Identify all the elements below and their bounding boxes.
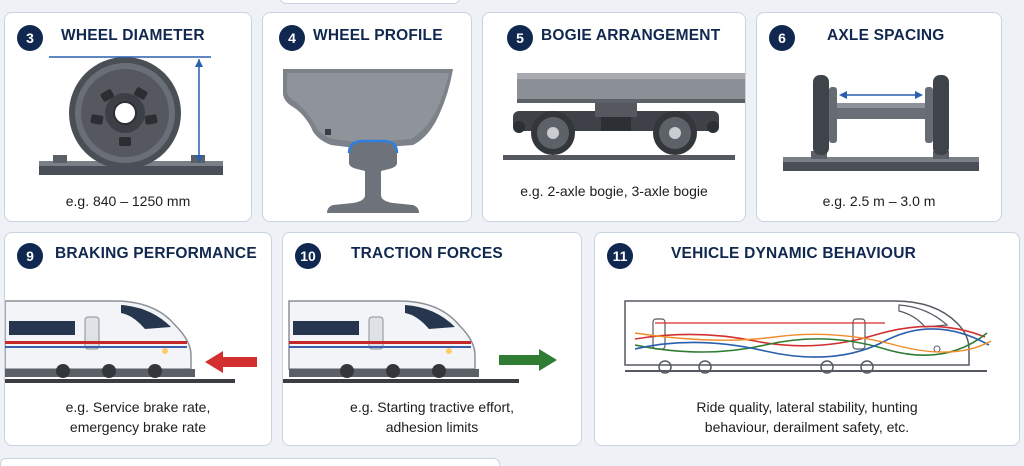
bogie-icon [503, 73, 745, 160]
card-title: TRACTION FORCES [351, 245, 503, 262]
partial-card-top [280, 0, 460, 4]
card-number: 6 [769, 25, 795, 51]
card-number: 10 [295, 243, 321, 269]
card-number: 9 [17, 243, 43, 269]
card-title: VEHICLE DYNAMIC BEHAVIOUR [671, 245, 916, 262]
card-caption-line-1: Ride quality, lateral stability, hunting [696, 399, 918, 415]
card-title: WHEEL DIAMETER [61, 27, 205, 44]
card-number: 3 [17, 25, 43, 51]
arrow-left-icon [205, 351, 257, 373]
train-icon [5, 300, 235, 383]
train-icon [283, 300, 519, 383]
card-caption-line-1: e.g. Starting tractive effort, [350, 399, 514, 415]
card-title: BOGIE ARRANGEMENT [541, 27, 721, 44]
card-wheel-diameter: 3 WHEEL DIAMETER e.g. 840 – 1250 mm [4, 12, 252, 222]
card-number: 5 [507, 25, 533, 51]
arrow-right-icon [499, 349, 557, 371]
card-caption: e.g. 2-axle bogie, 3-axle bogie [520, 183, 708, 199]
card-caption: e.g. 2.5 m – 3.0 m [822, 193, 936, 209]
card-vehicle-dynamic-behaviour: 11 VEHICLE DYNAMIC BEHAVIOUR Ride qualit… [594, 232, 1020, 446]
wheelset-icon [783, 75, 979, 171]
card-braking-performance: 9 BRAKING PERFORMANCE e.g. Service brake… [4, 232, 272, 446]
rail-profile-icon [283, 69, 453, 213]
card-title: BRAKING PERFORMANCE [55, 245, 257, 262]
card-title: WHEEL PROFILE [313, 27, 443, 44]
card-number: 4 [279, 25, 305, 51]
partial-card-bottom [0, 458, 500, 466]
card-caption-line-2: adhesion limits [385, 419, 479, 435]
card-title: AXLE SPACING [827, 27, 945, 44]
card-number: 11 [607, 243, 633, 269]
card-caption-line-2: emergency brake rate [69, 419, 207, 435]
card-axle-spacing: 6 AXLE SPACING e.g. 2.5 m – 3.0 m [756, 12, 1002, 222]
card-caption-line-2: behaviour, derailment safety, etc. [704, 419, 910, 435]
wheel-icon [39, 56, 223, 175]
card-bogie-arrangement: 5 BOGIE ARRANGEMENT e.g. 2-axle bogie, 3… [482, 12, 746, 222]
train-icon [624, 300, 992, 374]
card-wheel-profile: 4 WHEEL PROFILE [262, 12, 472, 222]
card-caption: e.g. 840 – 1250 mm [65, 193, 191, 209]
card-traction-forces: 10 TRACTION FORCES e.g. Starting tractiv… [282, 232, 582, 446]
card-caption-line-1: e.g. Service brake rate, [65, 399, 211, 415]
